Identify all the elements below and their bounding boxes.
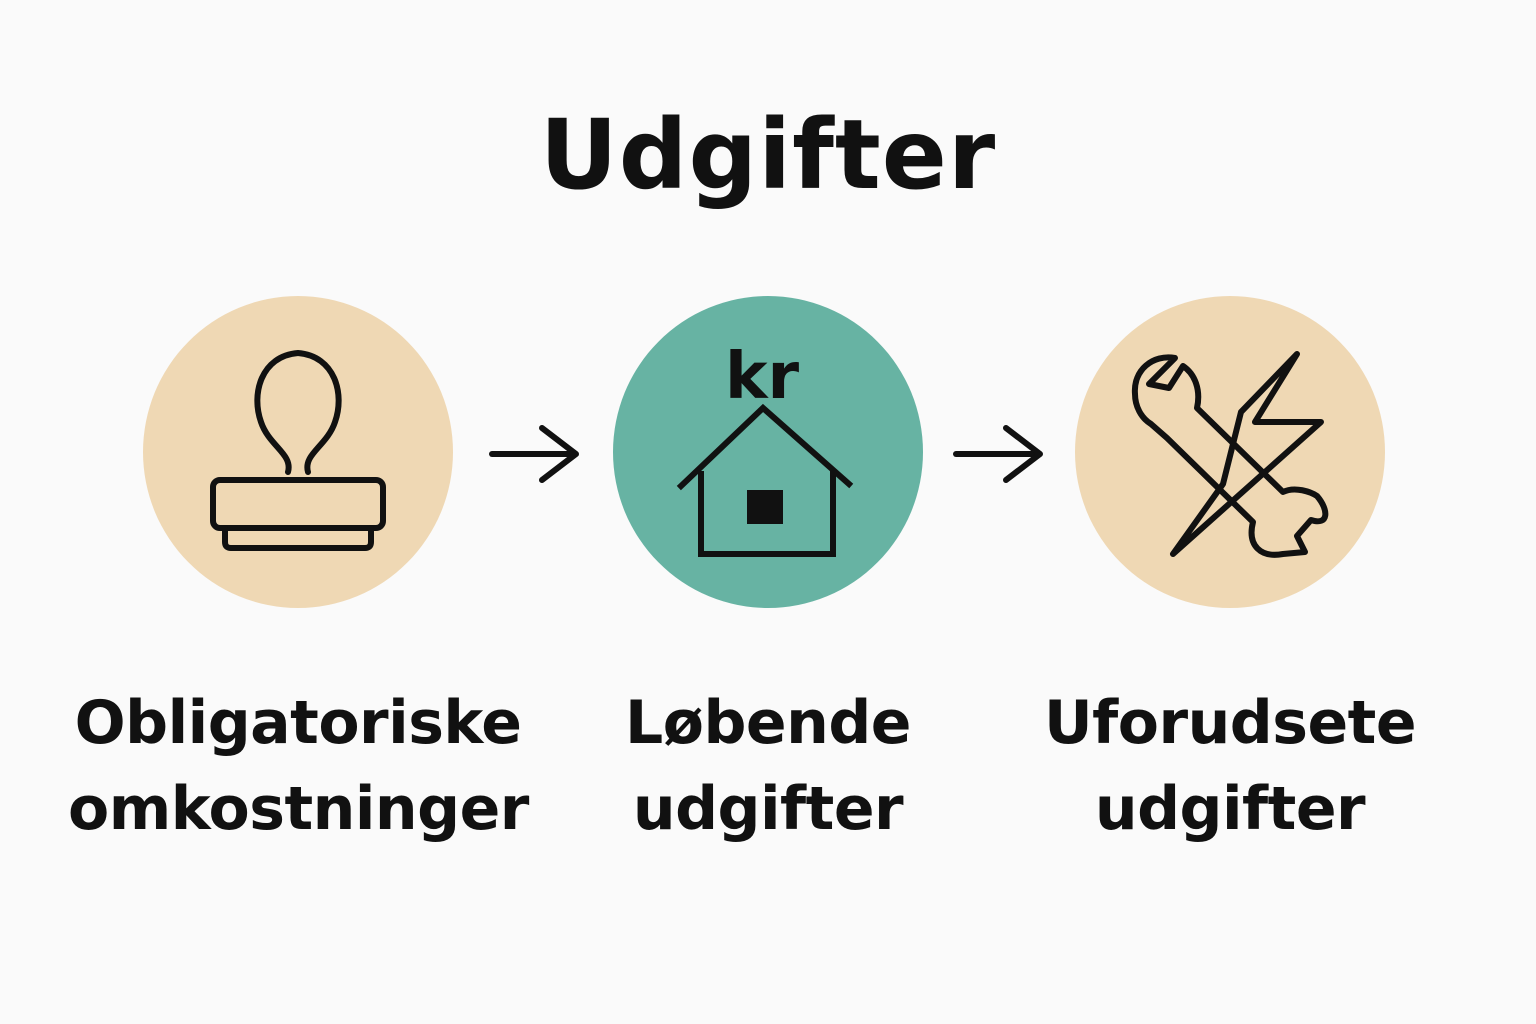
step-label: Løbende udgifter: [538, 680, 998, 852]
step-lobende-udgifter: kr Løbende udgifter: [538, 296, 998, 856]
currency-text: kr: [725, 340, 800, 414]
wrench-lightning-icon: [1131, 351, 1329, 558]
step-uforudsete-udgifter: Uforudsete udgifter: [1000, 296, 1460, 856]
step-label: Obligatoriske omkostninger: [68, 680, 529, 852]
step-label-line2: omkostninger: [68, 774, 529, 844]
page-title: Udgifter: [539, 99, 997, 211]
step-label: Uforudsete udgifter: [1000, 680, 1460, 852]
step-circle: [1075, 296, 1385, 608]
step-label-line1: Uforudsete: [1043, 688, 1417, 758]
step-label-line2: udgifter: [632, 774, 904, 844]
step-circle: [143, 296, 453, 608]
step-obligatoriske-omkostninger: Obligatoriske omkostninger: [68, 296, 529, 856]
house-icon: kr: [676, 340, 854, 557]
step-label-line1: Løbende: [625, 688, 911, 758]
stamp-icon: [210, 350, 386, 551]
arrow-right-icon: [489, 425, 579, 483]
step-label-line1: Obligatoriske: [74, 688, 522, 758]
step-label-line2: udgifter: [1094, 774, 1366, 844]
arrow-right-icon: [953, 425, 1043, 483]
step-circle: kr: [613, 296, 923, 608]
